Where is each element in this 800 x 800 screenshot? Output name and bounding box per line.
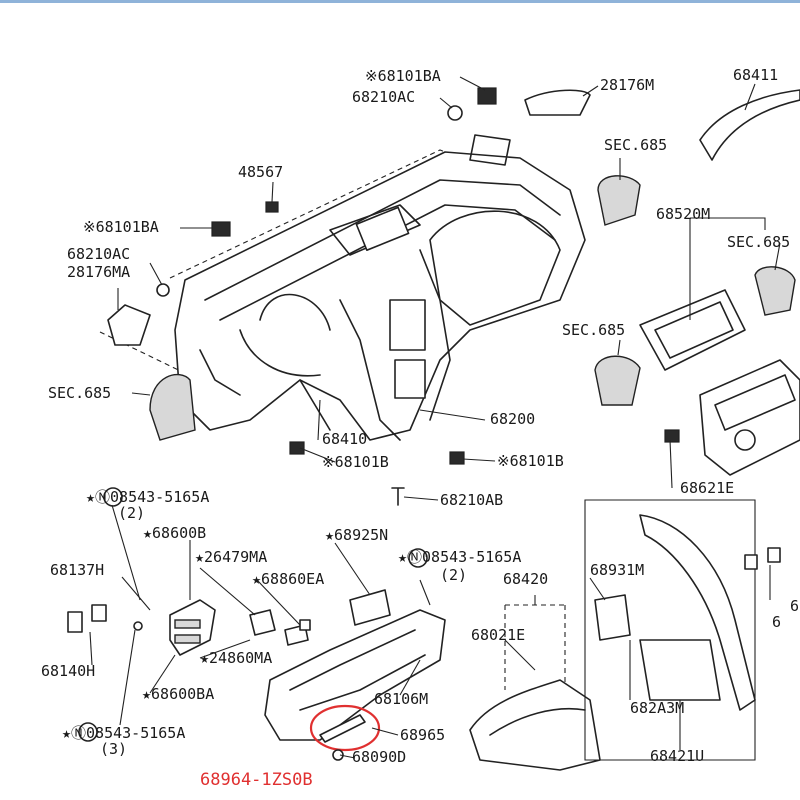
clip-icon: [477, 87, 497, 105]
callout-68021e: 68021E: [471, 626, 525, 644]
callout-24860ma: ★24860MA: [200, 649, 272, 667]
center-vent: [594, 355, 641, 406]
callout-sec685-b: SEC.685: [727, 233, 790, 251]
side-vent-right-outer: [754, 266, 796, 316]
callout-48567: 48567: [238, 163, 283, 181]
callout-68925n: ★68925N: [325, 526, 388, 544]
n-symbol: [408, 548, 428, 568]
grommet-icon: [447, 105, 463, 121]
clip-icon: [449, 451, 465, 465]
callout-68411: 68411: [733, 66, 778, 84]
callout-68210ab: 68210AB: [440, 491, 503, 509]
callout-cut-a: 6: [790, 597, 799, 615]
callout-28176m: 28176M: [600, 76, 654, 94]
pillar-trim-group: [584, 499, 756, 761]
side-vent-right: [597, 175, 641, 226]
bracket-icon: [349, 589, 391, 626]
callout-68420: 68420: [503, 570, 548, 588]
callout-sec685-d: SEC.685: [48, 384, 111, 402]
side-vent-left: [149, 373, 196, 441]
callout-68520m: 68520M: [656, 205, 710, 223]
speaker-grille: [524, 89, 591, 116]
knob-icon: [744, 554, 758, 570]
callout-qty-a: (2): [118, 504, 145, 522]
clip-icon: [211, 221, 231, 237]
highlighted-part-68964: [309, 704, 381, 752]
n-symbol: [78, 722, 98, 742]
callout-68600ba: ★68600BA: [142, 685, 214, 703]
callout-sec685-a: SEC.685: [604, 136, 667, 154]
knob-icon: [91, 604, 107, 622]
callout-28176ma: 28176MA: [67, 263, 130, 281]
callout-08543-c: ★Ⓝ08543-5165A: [62, 724, 185, 742]
callout-68410: 68410: [322, 430, 367, 448]
callout-68860ea: ★68860EA: [252, 570, 324, 588]
callout-682a3m: 682A3M: [630, 699, 684, 717]
callout-68140h: 68140H: [41, 662, 95, 680]
knob-icon: [767, 547, 781, 563]
callout-08543-a: ★Ⓝ08543-5165A: [86, 488, 209, 506]
instrument-panel-assembly: [99, 134, 586, 441]
callout-68101b-b: ※68101B: [497, 452, 564, 470]
top-accent-bar: [0, 0, 800, 3]
callout-68101ba-left: ※68101BA: [83, 218, 159, 236]
callout-68101b-a: ※68101B: [322, 453, 389, 471]
trim-strip: [699, 89, 800, 161]
callout-68200: 68200: [490, 410, 535, 428]
callout-08543-b: ★Ⓝ08543-5165A: [398, 548, 521, 566]
callout-68600b: ★68600B: [143, 524, 206, 542]
highlighted-part-number: 68964-1ZS0B: [200, 770, 313, 790]
clip-icon: [289, 441, 305, 455]
sensor-icon: [249, 609, 276, 636]
center-control-panel: [664, 359, 800, 476]
grommet-icon: [156, 283, 170, 297]
n-symbol: [103, 487, 123, 507]
callout-68931m: 68931M: [590, 561, 644, 579]
knob-icon: [67, 611, 83, 633]
screw-icon: [391, 487, 405, 506]
callout-68137h: 68137H: [50, 561, 104, 579]
callout-cut-b: 6: [772, 613, 781, 631]
callout-sec685-c: SEC.685: [562, 321, 625, 339]
center-display-bezel: [639, 289, 746, 371]
callout-68210ac-left: 68210AC: [67, 245, 130, 263]
callout-68965: 68965: [400, 726, 445, 744]
callout-26479ma: ★26479MA: [195, 548, 267, 566]
callout-68421u: 68421U: [650, 747, 704, 765]
callout-qty-b: (2): [440, 566, 467, 584]
speaker-grille-left: [107, 304, 151, 346]
callout-68090d: 68090D: [352, 748, 406, 766]
callout-68101ba-top: ※68101BA: [365, 67, 441, 85]
callout-68621e: 68621E: [680, 479, 734, 497]
clip-icon: [265, 201, 279, 213]
callout-qty-c: (3): [100, 740, 127, 758]
callout-68106m: 68106M: [374, 690, 428, 708]
leader-lines: [89, 76, 781, 759]
callout-68210ac-top: 68210AC: [352, 88, 415, 106]
